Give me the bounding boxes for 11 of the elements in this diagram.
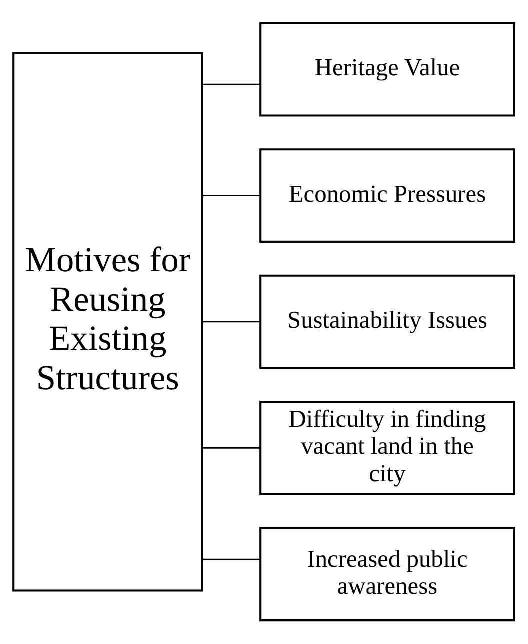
- node-box: Difficulty in finding vacant land in the city: [260, 401, 516, 496]
- node-box: Heritage Value: [260, 22, 516, 117]
- connector: [202, 195, 260, 196]
- node-box: Increased public awareness: [260, 527, 516, 622]
- node-box: Motives for Reusing Existing Structures: [12, 52, 204, 592]
- node-box: Sustainability Issues: [260, 274, 516, 370]
- node-box: Economic Pressures: [260, 148, 516, 243]
- connector: [202, 84, 260, 86]
- connector: [202, 448, 260, 449]
- connector: [202, 321, 260, 323]
- connector: [202, 558, 260, 560]
